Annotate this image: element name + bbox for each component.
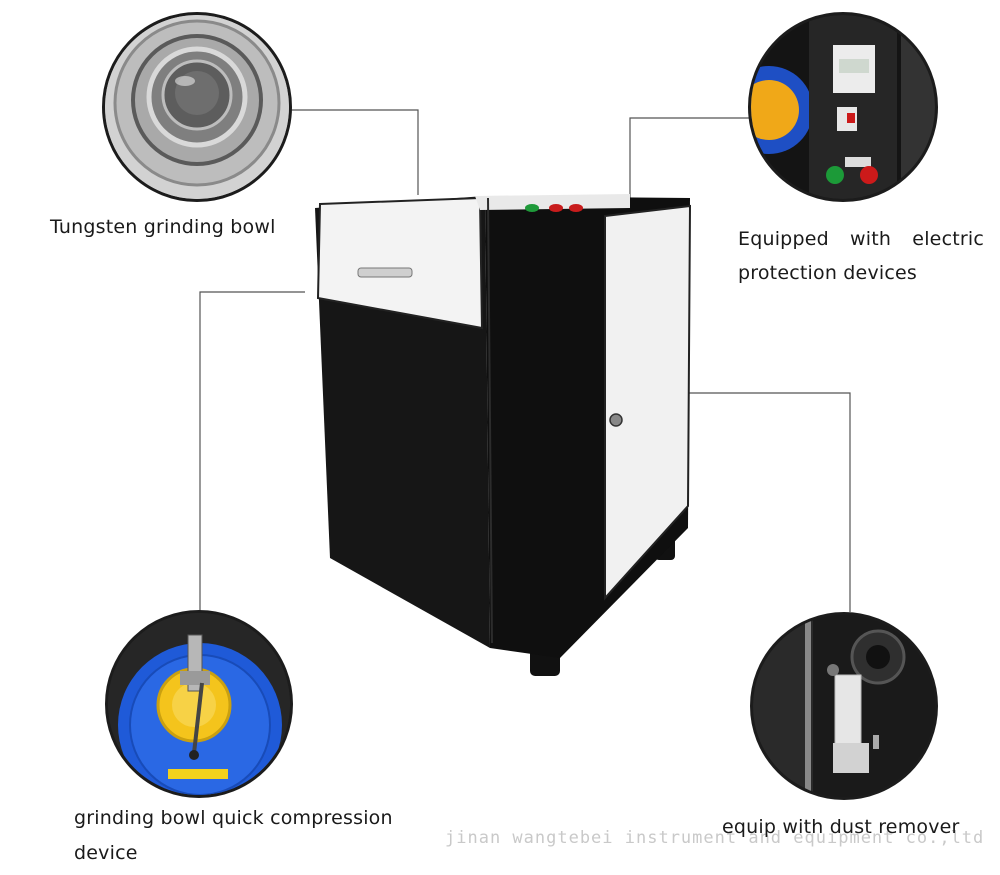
electric-label-line2: protection devices [738,262,918,284]
door-lock [609,413,623,427]
bowl-detail-circle [102,12,292,202]
green-button [525,204,539,212]
bowl-connector-line [290,109,419,195]
compression-label-line2: device [74,842,138,864]
side-door-panel [604,204,692,601]
dust-remover-detail-circle [750,612,938,800]
dust-connector-line [652,392,851,612]
compression-detail-circle [105,610,293,798]
dust-remover-icon [753,615,935,797]
red-button [569,204,583,212]
company-watermark: jinan wangtebei instrument and equipment… [445,828,985,848]
drawer-handle [357,267,413,278]
control-panel-icon [751,15,935,199]
top-drawer-panel [316,196,484,330]
red-button [549,204,563,212]
compression-clamp-icon [108,613,290,795]
electric-panel-detail-circle [748,12,938,202]
tungsten-bowl-icon [105,15,289,199]
electric-label-line1: Equipped with electric [738,228,984,250]
compression-connector-line [199,291,305,612]
electric-connector-line [629,117,750,200]
dust-label: equip with dust remover [722,816,960,838]
bowl-label: Tungsten grinding bowl [50,216,276,238]
compression-label-line1: grinding bowl quick compression [74,807,393,829]
grinder-machine [315,194,692,676]
